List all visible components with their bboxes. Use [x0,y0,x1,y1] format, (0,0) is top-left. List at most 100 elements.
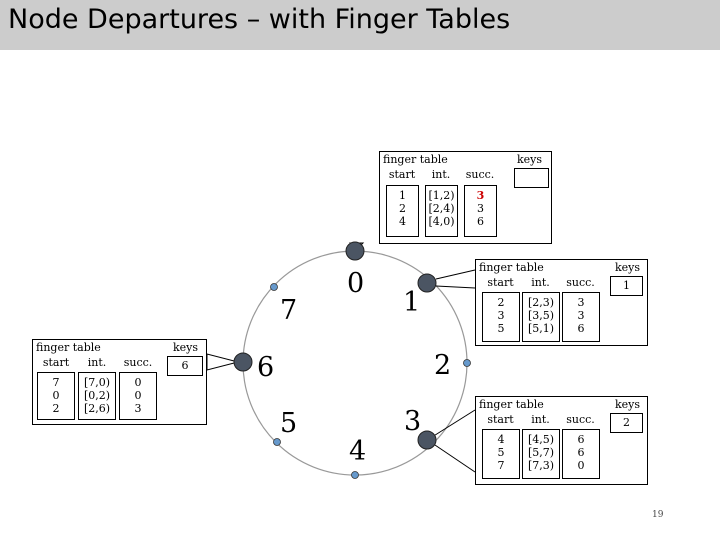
successor-value: 3 [577,296,585,309]
header-start: start [388,168,416,181]
finger-table-title: finger table [383,153,448,166]
finger-table-title: finger table [36,341,101,354]
header-succ: succ. [566,413,595,426]
column-start: 1 2 4 [386,185,419,237]
interval-value: [4,0) [428,215,455,228]
header-succ: succ. [123,356,153,369]
successor-value: 3 [577,309,585,322]
successor-value: 0 [577,459,585,472]
header-int: int. [531,413,550,426]
keys-label: keys [615,261,641,274]
callout-pointer-node3-b [431,442,476,473]
start-value: 5 [497,446,505,459]
callout-pointer-node6 [206,353,239,371]
column-interval: [2,3) [3,5) [5,1) [522,292,560,342]
successor-value: 6 [577,433,585,446]
ring-label-2: 2 [434,350,452,381]
keys-label: keys [615,398,641,411]
keys-label: keys [173,341,199,354]
column-successor: 0 0 3 [119,372,157,420]
start-value: 0 [52,389,60,402]
interval-value: [7,0) [83,376,111,389]
ring-label-0: 0 [347,268,365,299]
header-start: start [42,356,70,369]
node-3 [417,430,437,450]
start-value: 3 [497,309,505,322]
keys-box: 1 [610,276,643,296]
callout-pointer-node1-a [435,269,476,280]
header-start: start [487,276,514,289]
header-int: int. [87,356,107,369]
successor-value: 6 [477,215,484,228]
ring-label-5: 5 [280,408,298,439]
column-start: 2 3 5 [482,292,520,342]
start-value: 4 [399,215,406,228]
interval-value: [3,5) [527,309,555,322]
finger-table-node-0: finger table keys start int. succ. 1 2 4… [379,151,552,244]
ring-label-3: 3 [404,406,422,437]
identifier-marker-2 [463,359,471,367]
keys-box: 6 [167,356,203,376]
page-number: 19 [652,510,664,520]
interval-value: [1,2) [428,189,455,202]
interval-value: [5,7) [527,446,555,459]
finger-table-title: finger table [479,398,544,411]
interval-value: [5,1) [527,322,555,335]
column-interval: [7,0) [0,2) [2,6) [78,372,116,420]
identifier-marker-5 [273,438,281,446]
header-int: int. [431,168,451,181]
column-start: 7 0 2 [37,372,75,420]
successor-value: 3 [477,202,484,215]
ring-label-7: 7 [280,295,298,326]
start-value: 7 [497,459,505,472]
interval-value: [2,6) [83,402,111,415]
interval-value: [2,3) [527,296,555,309]
ring-label-1: 1 [403,287,421,318]
slide-title: Node Departures – with Finger Tables [8,4,511,35]
start-value: 1 [399,189,406,202]
finger-table-node-6: finger table keys start int. succ. 7 0 2… [32,339,207,425]
finger-table-node-1: finger table keys start int. succ. 2 3 5… [475,259,648,346]
keys-box [514,168,549,188]
successor-value: 0 [134,376,142,389]
interval-value: [7,3) [527,459,555,472]
header-succ: succ. [465,168,495,181]
title-bar: Node Departures – with Finger Tables [0,0,720,50]
start-value: 2 [497,296,505,309]
identifier-marker-7 [270,283,278,291]
start-value: 2 [399,202,406,215]
column-start: 4 5 7 [482,429,520,479]
keys-box: 2 [610,413,643,433]
interval-value: [2,4) [428,202,455,215]
header-start: start [487,413,514,426]
callout-pointer-node3-a [431,409,476,438]
successor-value: 0 [134,389,142,402]
ring-label-4: 4 [349,436,367,467]
node-6 [233,352,253,372]
start-value: 5 [497,322,505,335]
column-successor: 3 3 6 [562,292,600,342]
successor-value: 6 [577,322,585,335]
interval-value: [0,2) [83,389,111,402]
finger-table-node-3: finger table keys start int. succ. 4 5 7… [475,396,648,485]
header-int: int. [531,276,550,289]
identifier-marker-4 [351,471,359,479]
start-value: 2 [52,402,60,415]
node-1 [417,273,437,293]
finger-table-title: finger table [479,261,544,274]
callout-pointer-node1-b [435,285,476,289]
start-value: 7 [52,376,60,389]
interval-value: [4,5) [527,433,555,446]
column-interval: [1,2) [2,4) [4,0) [425,185,458,237]
column-interval: [4,5) [5,7) [7,3) [522,429,560,479]
column-successor: 6 6 0 [562,429,600,479]
successor-value: 6 [577,446,585,459]
successor-value-updated: 3 [476,189,485,202]
node-0 [345,241,365,261]
column-successor: 3 3 6 [464,185,497,237]
start-value: 4 [497,433,505,446]
keys-label: keys [517,153,543,166]
ring-label-6: 6 [257,352,275,383]
header-succ: succ. [566,276,595,289]
